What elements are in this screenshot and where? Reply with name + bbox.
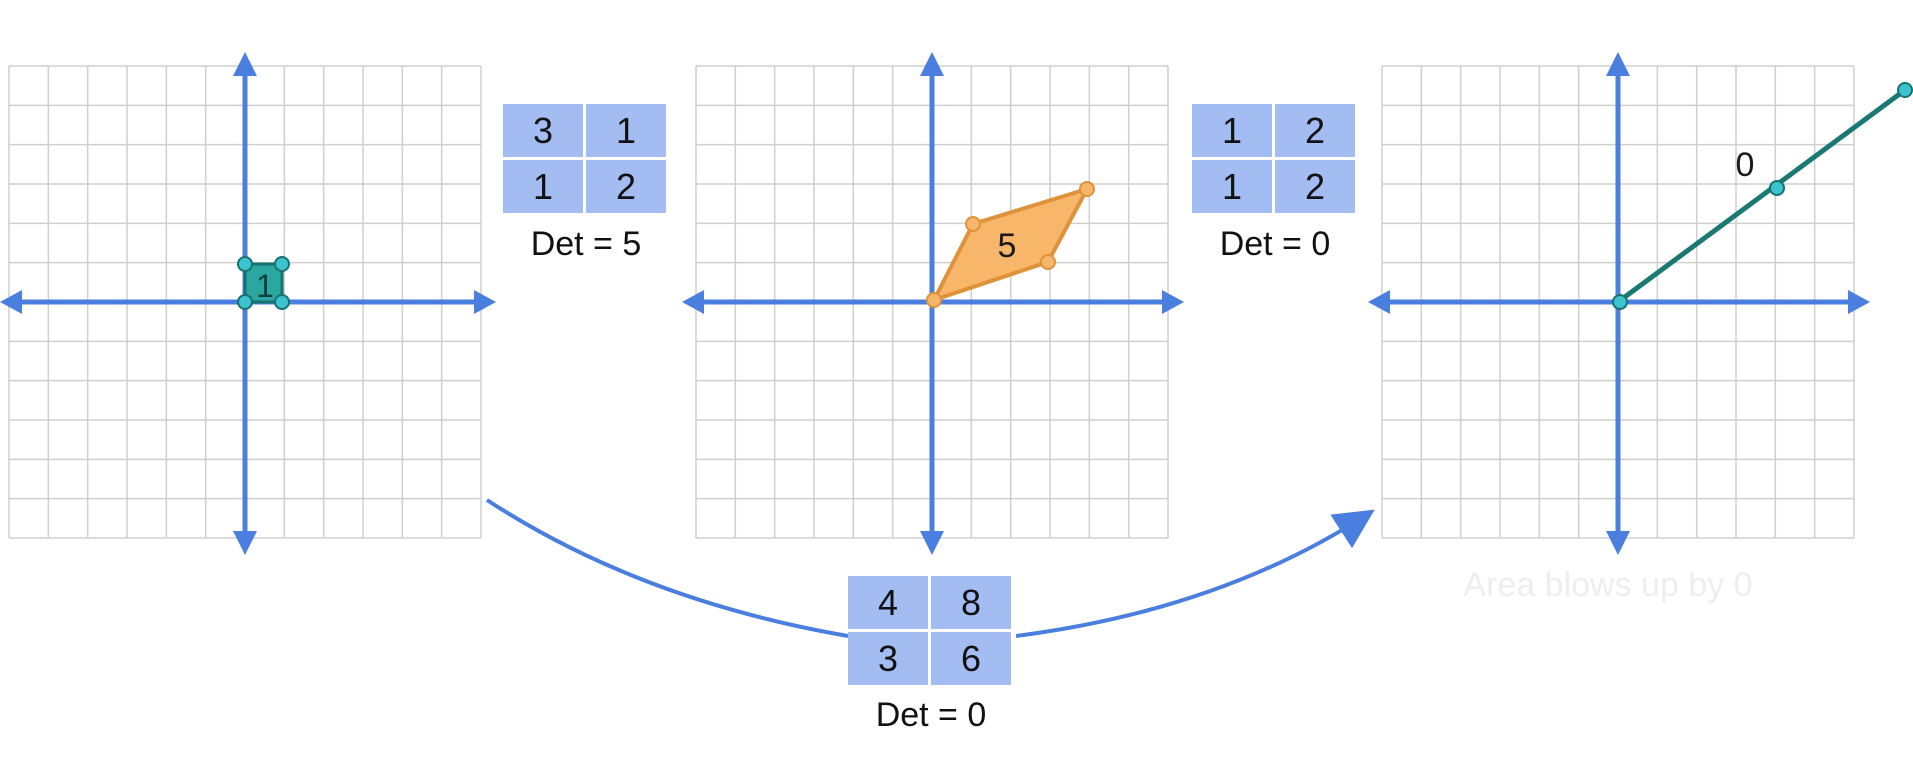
matrix-c-cell: 4	[848, 576, 928, 629]
right-x-axis-arrow-right	[1848, 290, 1870, 314]
unit-square	[243, 262, 284, 304]
matrix-b-determinant: Det = 0	[1219, 225, 1331, 263]
left-y-axis-arrow-bottom	[233, 531, 257, 555]
left-x-axis-arrow-right	[474, 290, 496, 314]
collapsed-area-label: 0	[1736, 146, 1755, 184]
parallelogram-vertex	[965, 216, 981, 232]
right-y-axis-arrow-top	[1606, 52, 1630, 76]
matrix-b: 1 2 1 2	[1192, 104, 1355, 213]
matrix-a-cell: 3	[503, 104, 583, 157]
collapsed-line-node	[1897, 82, 1913, 98]
composition-arrow-right-segment	[1015, 509, 1375, 638]
matrix-c-cell: 6	[931, 632, 1011, 685]
matrix-c-cell: 3	[848, 632, 928, 685]
matrix-b-cell: 1	[1192, 104, 1272, 157]
right-x-axis-arrow-left	[1368, 290, 1390, 314]
collapsed-line-node	[1612, 294, 1628, 310]
left-panel: 1	[0, 52, 496, 555]
left-y-axis-arrow-top	[233, 52, 257, 76]
matrix-a-determinant: Det = 5	[530, 225, 642, 263]
middle-y-axis-arrow-top	[920, 52, 944, 76]
composition-arrow-left-segment	[485, 498, 849, 638]
right-panel: 0	[1368, 52, 1913, 555]
matrix-b-cell: 2	[1275, 104, 1355, 157]
matrix-c: 4 8 3 6	[848, 576, 1011, 685]
unit-square-area-label: 1	[256, 268, 274, 304]
parallelogram-vertex	[1079, 181, 1095, 197]
unit-square-vertex	[237, 294, 253, 310]
unit-square-vertex	[237, 256, 253, 272]
matrix-c-determinant: Det = 0	[875, 696, 987, 734]
matrix-a: 3 1 1 2	[503, 104, 666, 213]
unit-square-vertex	[274, 256, 290, 272]
matrix-b-cell: 2	[1275, 160, 1355, 213]
parallelogram-vertex	[926, 292, 942, 308]
middle-panel: 5	[682, 52, 1184, 555]
right-y-axis-arrow-bottom	[1606, 531, 1630, 555]
matrix-a-cell: 1	[586, 104, 666, 157]
collapsed-line-node	[1769, 180, 1785, 196]
matrix-b-cell: 1	[1192, 160, 1272, 213]
middle-x-axis-arrow-left	[682, 290, 704, 314]
left-x-axis-arrow-left	[0, 290, 22, 314]
middle-y-axis-arrow-bottom	[920, 531, 944, 555]
area-caption: Area blows up by 0	[1463, 566, 1753, 604]
matrix-a-cell: 2	[586, 160, 666, 213]
unit-square-vertex	[274, 294, 290, 310]
parallelogram-vertex	[1040, 254, 1056, 270]
middle-x-axis-arrow-right	[1162, 290, 1184, 314]
matrix-a-cell: 1	[503, 160, 583, 213]
collapsed-line	[1615, 87, 1908, 305]
matrix-c-cell: 8	[931, 576, 1011, 629]
parallelogram-area-label: 5	[998, 227, 1017, 265]
